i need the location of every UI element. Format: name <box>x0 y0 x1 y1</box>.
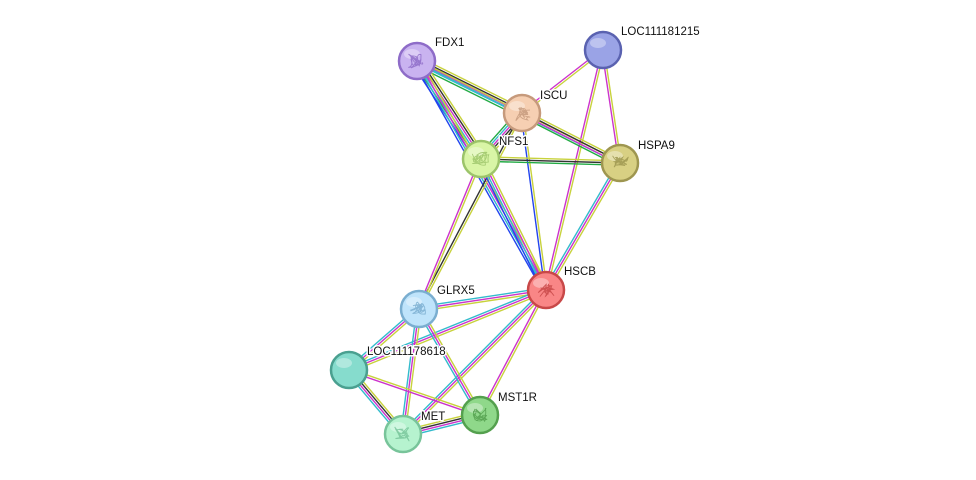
edge-HSPA9-HSCB[interactable] <box>543 161 623 292</box>
protein-structure-icon <box>537 283 556 298</box>
node-highlight <box>590 38 606 48</box>
protein-structure-icon <box>612 155 629 168</box>
protein-structure-icon <box>408 53 424 69</box>
edge-line-textmining <box>349 291 548 373</box>
protein-structure-icon <box>409 301 426 315</box>
edge-line-textmining <box>522 112 548 290</box>
node-label: HSCB <box>564 266 596 278</box>
node-fdx1[interactable]: FDX1 <box>397 36 466 81</box>
edge-ISCU-HSCB[interactable] <box>520 112 548 291</box>
edge-line-textmining <box>547 163 623 292</box>
node-loc111178618[interactable]: LOC111178618 <box>329 345 447 390</box>
edge-line-databases <box>400 287 545 433</box>
node-hspa9[interactable]: HSPA9 <box>600 139 676 183</box>
node-loc111181215[interactable]: LOC111181215 <box>583 25 701 70</box>
edge-line-databases <box>418 287 546 308</box>
edge-line-experiments <box>481 158 548 290</box>
edge-line-experiments <box>418 308 481 416</box>
edge-line-databases <box>543 161 619 290</box>
edge-ISCU-GLRX5[interactable] <box>417 112 524 310</box>
node-label: GLRX5 <box>437 285 475 297</box>
edge-line-databases <box>400 308 418 434</box>
node-label: NFS1 <box>499 136 528 148</box>
edge-line-experiments <box>417 158 481 309</box>
edge-line-textmining <box>404 291 549 437</box>
node-met[interactable]: MET <box>383 410 447 454</box>
edge-line-neighborhood <box>480 160 620 166</box>
node-highlight <box>468 147 484 157</box>
node-label: FDX1 <box>435 37 464 49</box>
edge-LOC111178618-MST1R[interactable] <box>348 368 481 417</box>
node-highlight <box>467 403 483 413</box>
edge-line-experiments <box>544 49 603 290</box>
edge-line-textmining <box>418 56 525 110</box>
node-circle[interactable] <box>329 350 369 390</box>
edge-line-cooccurrence <box>520 113 546 291</box>
node-nfs1[interactable]: NFS1 <box>461 135 530 179</box>
edge-line-coexpression <box>419 58 485 158</box>
node-label: LOC111178618 <box>367 346 446 358</box>
edges-layer <box>345 48 623 438</box>
protein-structure-icon <box>471 151 490 166</box>
edge-LOC111181215-HSCB[interactable] <box>544 49 605 291</box>
edge-GLRX5-MET[interactable] <box>400 308 422 435</box>
edge-NFS1-HSPA9[interactable] <box>480 156 621 166</box>
edge-line-textmining <box>349 368 481 415</box>
edge-HSCB-MET[interactable] <box>400 287 549 437</box>
edge-GLRX5-MST1R[interactable] <box>416 307 483 417</box>
edge-line-coexpression <box>417 112 522 309</box>
edge-line-databases <box>416 309 479 417</box>
node-label: MET <box>421 411 445 423</box>
edge-line-experiments <box>418 289 547 310</box>
protein-structure-icon <box>394 426 410 442</box>
edge-HSCB-MST1R[interactable] <box>478 289 548 416</box>
edge-line-experiments <box>402 289 547 435</box>
edge-line-experiments <box>478 289 546 415</box>
edge-line-textmining <box>480 290 548 416</box>
edge-line-textmining <box>421 57 487 157</box>
edge-line-experiments <box>402 308 420 435</box>
edge-line-textmining <box>420 307 483 415</box>
edge-line-textmining <box>404 309 422 435</box>
node-label: MST1R <box>498 392 537 404</box>
node-circle[interactable] <box>526 270 566 310</box>
edge-line-experiments <box>417 60 483 159</box>
node-hscb[interactable]: HSCB <box>526 265 598 310</box>
edge-line-databases <box>479 159 546 291</box>
edge-line-experiments <box>348 370 480 417</box>
edge-line-textmining <box>546 50 605 291</box>
protein-structure-icon <box>515 107 531 121</box>
edge-line-databases <box>347 287 546 369</box>
edge-line-coexpression <box>480 158 621 164</box>
edge-NFS1-GLRX5[interactable] <box>417 158 483 310</box>
edge-line-textmining <box>481 156 621 162</box>
edge-HSCB-LOC111178618[interactable] <box>347 287 548 373</box>
edge-line-textmining <box>419 113 524 310</box>
protein-structure-icon <box>472 407 488 422</box>
edge-NFS1-HSCB[interactable] <box>477 157 550 292</box>
edge-line-textmining <box>419 159 483 310</box>
node-circle[interactable] <box>583 30 623 70</box>
edge-line-cooccurrence <box>477 160 544 292</box>
node-glrx5[interactable]: GLRX5 <box>399 284 476 329</box>
edge-line-experiments <box>545 162 621 291</box>
node-label: LOC111181215 <box>621 26 700 38</box>
node-iscu[interactable]: ISCU <box>502 89 569 133</box>
edge-line-experiments <box>348 289 547 371</box>
node-label: ISCU <box>540 90 567 102</box>
edge-line-textmining <box>483 157 550 289</box>
edge-line-coexpression <box>417 58 524 112</box>
node-label: HSPA9 <box>638 140 675 152</box>
node-mst1r[interactable]: MST1R <box>460 391 538 435</box>
node-highlight <box>336 358 352 368</box>
